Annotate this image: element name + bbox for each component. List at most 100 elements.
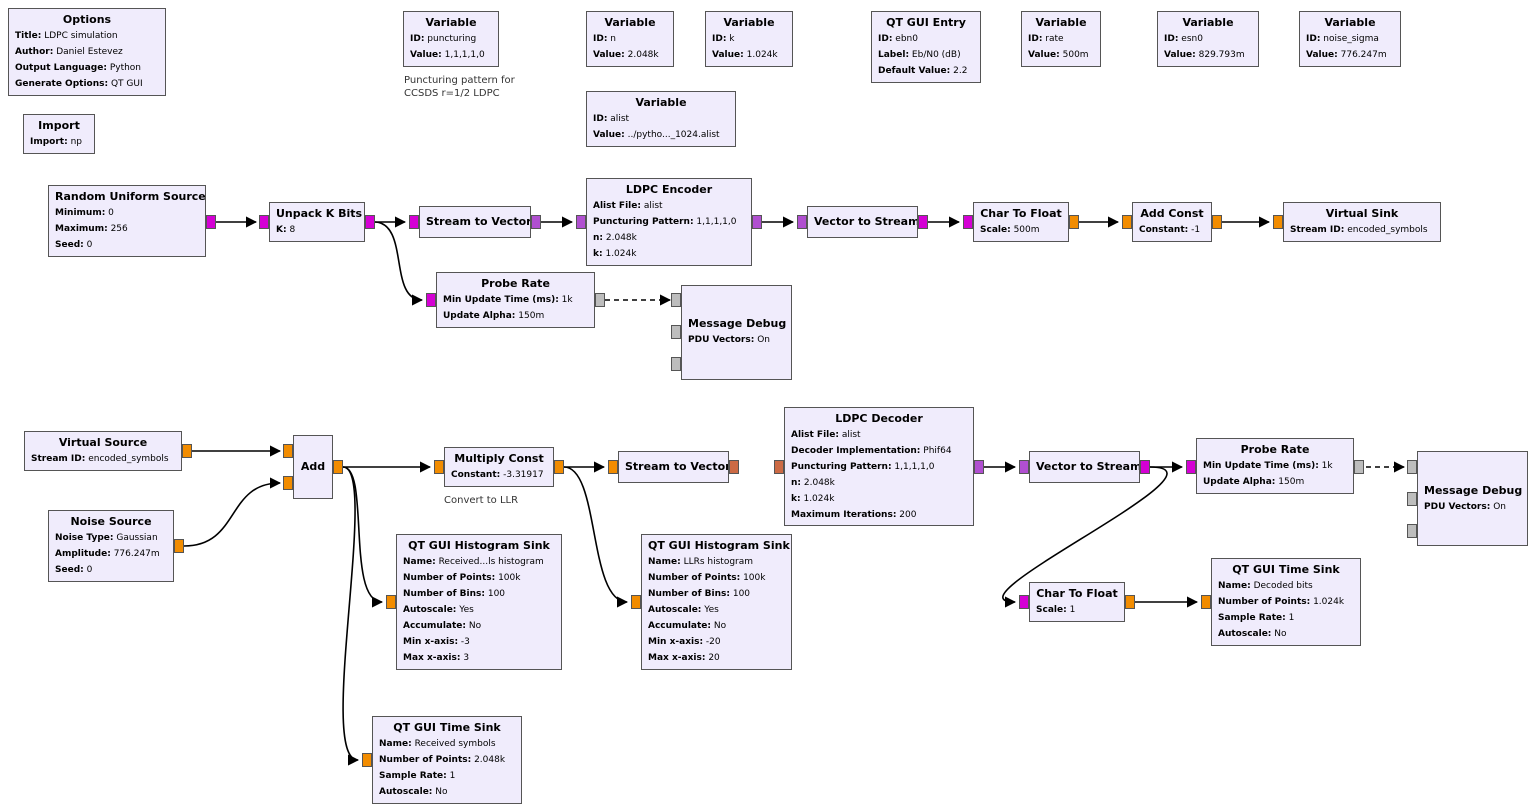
output-port[interactable]	[333, 460, 343, 474]
message-input-port[interactable]	[1407, 492, 1417, 506]
block-variable-noise-sigma[interactable]: Variable ID: noise_sigma Value: 776.247m	[1299, 11, 1401, 67]
block-noise-source[interactable]: Noise Source Noise Type: Gaussian Amplit…	[48, 510, 174, 582]
input-port[interactable]	[1201, 595, 1211, 609]
input-port[interactable]	[963, 215, 973, 229]
block-title: QT GUI Time Sink	[1232, 563, 1340, 576]
block-ldpc-encoder[interactable]: LDPC Encoder Alist File: alist Puncturin…	[586, 178, 752, 266]
param-row: Amplitude: 776.247m	[55, 549, 160, 559]
output-port[interactable]	[365, 215, 375, 229]
block-variable-n[interactable]: Variable ID: n Value: 2.048k	[586, 11, 674, 67]
input-port[interactable]	[608, 460, 618, 474]
block-title: Stream to Vector	[625, 460, 729, 473]
block-add[interactable]: Add	[293, 435, 333, 499]
input-port[interactable]	[1019, 595, 1029, 609]
block-title: Add	[300, 460, 326, 473]
output-port[interactable]	[531, 215, 541, 229]
block-variable-esn0[interactable]: Variable ID: esn0 Value: 829.793m	[1157, 11, 1259, 67]
message-input-port[interactable]	[671, 293, 681, 307]
output-port[interactable]	[206, 215, 216, 229]
block-ldpc-decoder[interactable]: LDPC Decoder Alist File: alist Decoder I…	[784, 407, 974, 526]
output-port[interactable]	[752, 215, 762, 229]
input-port[interactable]	[426, 293, 436, 307]
block-message-debug[interactable]: Message Debug PDU Vectors: On	[681, 285, 792, 380]
output-port[interactable]	[1212, 215, 1222, 229]
block-import[interactable]: Import Import: np	[23, 114, 95, 154]
block-stream-to-vector[interactable]: Stream to Vector	[618, 451, 729, 483]
block-virtual-source[interactable]: Virtual Source Stream ID: encoded_symbol…	[24, 431, 182, 471]
input-port[interactable]	[434, 460, 444, 474]
input-port[interactable]	[386, 595, 396, 609]
output-port[interactable]	[1069, 215, 1079, 229]
input-port[interactable]	[1019, 460, 1029, 474]
output-port[interactable]	[554, 460, 564, 474]
message-input-port[interactable]	[671, 357, 681, 371]
input-port[interactable]	[576, 215, 586, 229]
block-title: Vector to Stream	[1036, 460, 1140, 473]
block-vector-to-stream[interactable]: Vector to Stream	[1029, 451, 1140, 483]
input-port[interactable]	[1186, 460, 1196, 474]
block-variable-alist[interactable]: Variable ID: alist Value: ../pytho..._10…	[586, 91, 736, 147]
block-random-uniform-source[interactable]: Random Uniform Source Minimum: 0 Maximum…	[48, 185, 206, 257]
block-virtual-sink[interactable]: Virtual Sink Stream ID: encoded_symbols	[1283, 202, 1441, 242]
param-row: Value: ../pytho..._1024.alist	[593, 130, 720, 140]
output-port[interactable]	[918, 215, 928, 229]
input-port[interactable]	[283, 476, 293, 490]
message-input-port[interactable]	[671, 325, 681, 339]
param-row: Import: np	[30, 137, 82, 147]
block-message-debug[interactable]: Message Debug PDU Vectors: On	[1417, 451, 1528, 546]
param-row: Min Update Time (ms): 1k	[1203, 461, 1333, 471]
param-row: Autoscale: Yes	[403, 605, 474, 615]
output-port[interactable]	[174, 539, 184, 553]
output-port[interactable]	[1140, 460, 1150, 474]
block-variable-puncturing[interactable]: Variable ID: puncturing Value: 1,1,1,1,0	[403, 11, 499, 67]
input-port[interactable]	[797, 215, 807, 229]
param-row: Alist File: alist	[791, 430, 861, 440]
block-title: QT GUI Time Sink	[393, 721, 501, 734]
param-row: Minimum: 0	[55, 208, 114, 218]
block-qt-gui-histogram-sink[interactable]: QT GUI Histogram Sink Name: Received...l…	[396, 534, 562, 670]
block-vector-to-stream[interactable]: Vector to Stream	[807, 206, 918, 238]
input-port[interactable]	[362, 753, 372, 767]
block-variable-k[interactable]: Variable ID: k Value: 1.024k	[705, 11, 793, 67]
input-port[interactable]	[774, 460, 784, 474]
block-qt-gui-entry[interactable]: QT GUI Entry ID: ebn0 Label: Eb/N0 (dB) …	[871, 11, 981, 83]
block-options[interactable]: Options Title: LDPC simulation Author: D…	[8, 8, 166, 96]
block-probe-rate[interactable]: Probe Rate Min Update Time (ms): 1k Upda…	[1196, 438, 1354, 494]
block-title: Virtual Source	[58, 436, 148, 449]
block-title: QT GUI Histogram Sink	[408, 539, 550, 552]
param-row: PDU Vectors: On	[688, 335, 770, 345]
block-stream-to-vector[interactable]: Stream to Vector	[419, 206, 531, 238]
message-output-port[interactable]	[595, 293, 605, 307]
input-port[interactable]	[1122, 215, 1132, 229]
output-port[interactable]	[182, 444, 192, 458]
output-port[interactable]	[1125, 595, 1135, 609]
block-char-to-float[interactable]: Char To Float Scale: 1	[1029, 582, 1125, 622]
message-input-port[interactable]	[1407, 460, 1417, 474]
block-title: Variable	[723, 16, 775, 29]
block-variable-rate[interactable]: Variable ID: rate Value: 500m	[1021, 11, 1101, 67]
block-multiply-const[interactable]: Multiply Const Constant: -3.31917	[444, 447, 554, 487]
block-char-to-float[interactable]: Char To Float Scale: 500m	[973, 202, 1069, 242]
block-title: Probe Rate	[481, 277, 550, 290]
block-qt-gui-time-sink[interactable]: QT GUI Time Sink Name: Received symbols …	[372, 716, 522, 804]
block-qt-gui-time-sink[interactable]: QT GUI Time Sink Name: Decoded bits Numb…	[1211, 558, 1361, 646]
output-port[interactable]	[729, 460, 739, 474]
message-input-port[interactable]	[1407, 524, 1417, 538]
input-port[interactable]	[409, 215, 419, 229]
block-title: LDPC Encoder	[625, 183, 713, 196]
block-unpack-k-bits[interactable]: Unpack K Bits K: 8	[269, 202, 365, 242]
input-port[interactable]	[283, 444, 293, 458]
block-title: Add Const	[1140, 207, 1204, 220]
block-probe-rate[interactable]: Probe Rate Min Update Time (ms): 1k Upda…	[436, 272, 595, 328]
block-add-const[interactable]: Add Const Constant: -1	[1132, 202, 1212, 242]
param-row: ID: k	[712, 34, 735, 44]
param-row: Author: Daniel Estevez	[15, 47, 123, 57]
message-output-port[interactable]	[1354, 460, 1364, 474]
param-row: Accumulate: No	[648, 621, 727, 631]
input-port[interactable]	[259, 215, 269, 229]
output-port[interactable]	[974, 460, 984, 474]
param-row: Puncturing Pattern: 1,1,1,1,0	[791, 462, 935, 472]
block-qt-gui-histogram-sink[interactable]: QT GUI Histogram Sink Name: LLRs histogr…	[641, 534, 792, 670]
input-port[interactable]	[631, 595, 641, 609]
input-port[interactable]	[1273, 215, 1283, 229]
